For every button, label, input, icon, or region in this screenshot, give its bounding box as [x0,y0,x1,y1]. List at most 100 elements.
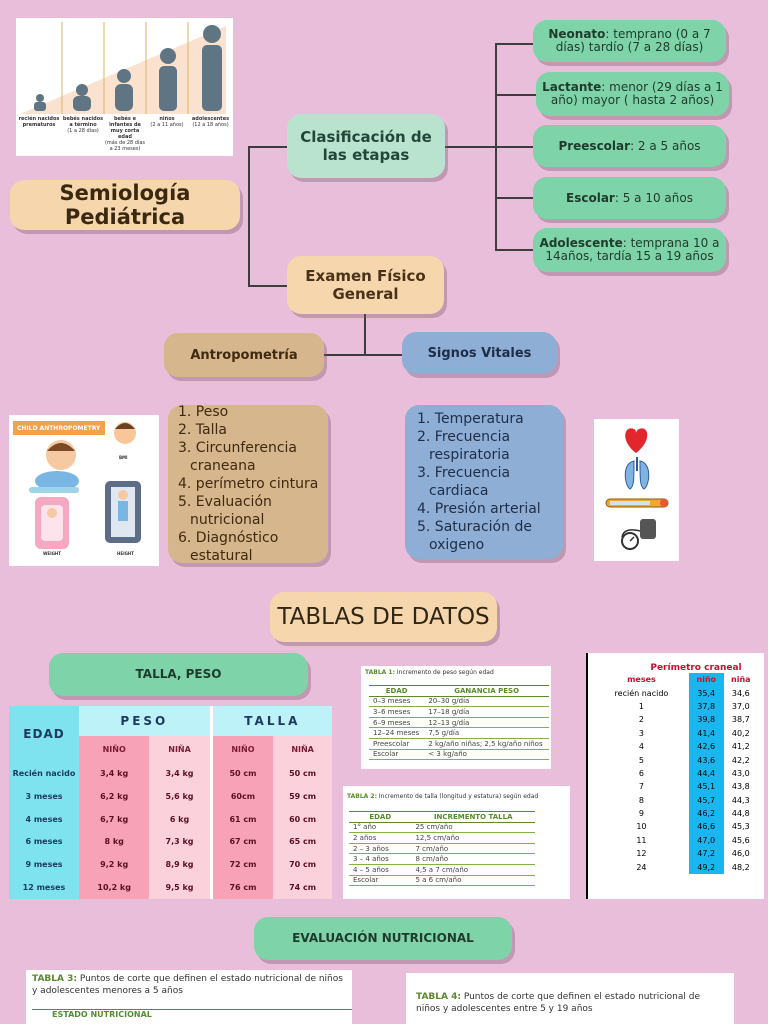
perimetro-cell: 3 [638,728,644,738]
tabla4-caption: Puntos de corte que definen el estado nu… [416,992,700,1014]
tabla1-cell: 3–6 meses [369,706,425,718]
talla-peso-title: TALLA, PESO [49,653,308,696]
tabla1-cell: < 3 kg/año [424,749,549,761]
connector [495,249,535,251]
tabla3-caption: Puntos de corte que definen el estado nu… [32,974,343,996]
tabla4: TABLA 4: Puntos de corte que definen el … [406,973,734,1024]
perimetro-cell: 44,4 [688,766,724,781]
table-row: 9 46,2 44,8 [594,806,758,821]
eval-nutricional-title: EVALUACIÓN NUTRICIONAL [254,917,512,960]
tabla1-cell: 7,5 g/día [424,727,549,739]
list-item: 1. Peso [178,404,229,420]
node-signos: Signos Vitales [402,332,557,374]
age-label: adolescentes [191,116,230,122]
perimetro-cell: 43,8 [731,782,750,792]
growth-cell: 74 cm [273,876,332,899]
tabla2-header: INCREMENTO TALLA [411,811,535,823]
age-sub: (12 a 18 años) [192,122,229,128]
age-label: recién nacidos prematuros [18,116,60,128]
stage-label: Escolar [566,190,615,205]
growth-cell: 70 cm [273,853,332,877]
tabla2-cell: 3 – 4 años [349,853,412,865]
tabla2-cell: 4,5 a 7 cm/año [411,864,535,876]
node-examen: Examen Físico General [287,256,444,314]
perimetro-cell: 7 [638,782,644,792]
stage-preescolar: Preescolar: 2 a 5 años [533,125,726,167]
signos-list: 1. Temperatura 2. Frecuencia respiratori… [417,410,563,554]
perimetro-cell: 38,7 [731,715,750,725]
connector [495,43,535,45]
perimetro-cell: 9 [638,809,644,819]
growth-subheader: NIÑA [149,736,212,762]
anthropometry-banner: CHILD ANTHROPOMETRY [13,421,105,435]
vitals-icons [605,428,669,550]
perimetro-cell: 1 [638,701,644,711]
perimetro-cell: 35,4 [688,686,724,700]
growth-header-talla: TALLA [209,706,332,736]
label-bmi: BMI [119,455,128,460]
table-row: Recién nacido 3,4 kg 3,4 kg 50 cm 50 cm [9,762,332,785]
tabla2-cell: 2 – 3 años [349,843,412,855]
thermometer-icon [605,498,669,508]
perimetro-title: Perímetro craneal [650,663,742,673]
connector [495,146,535,148]
perimetro-cell: 2 [638,715,644,725]
label-height: HEIGHT [117,551,134,556]
growth-cell: 12 meses [9,876,79,899]
stage-adolescente: Adolescente: temprana 10 a 14años, tardí… [533,228,726,272]
growth-subheader: NIÑO [209,736,274,762]
perimetro-cell: 37,0 [731,701,750,711]
main-title: Semiología Pediátrica [10,180,240,230]
growth-cell: 76 cm [209,876,274,899]
connector [495,94,537,96]
tabla3: TABLA 3: Puntos de corte que definen el … [26,970,352,1024]
tabla1-cell: 17–18 g/día [424,706,549,718]
list-item: 4. Presión arterial [417,501,541,517]
growth-cell: 6 kg [149,807,212,831]
growth-cell: 50 cm [273,762,332,785]
perimetro-cell: 45,6 [731,835,750,845]
tabla1-cell: 20–30 g/día [424,696,549,708]
tabla2-caption-bold: TABLA 2: [347,793,377,800]
growth-cell: 3,4 kg [79,762,150,785]
perimetro-cell: 10 [636,822,647,832]
tabla1-caption-bold: TABLA 1: [365,669,395,676]
label-weight: WEIGHT [43,551,61,556]
vitals-icons-image [594,419,679,561]
tabla2-cell: 7 cm/año [411,843,535,855]
connector [324,354,402,356]
tabla2-cell: 25 cm/año [411,822,535,834]
perimetro-header: meses [627,675,656,685]
node-antropometria-text: Antropometría [190,347,298,363]
perimetro-cell: 46,2 [688,806,724,821]
perimetro-cell: 12 [636,849,647,859]
perimetro-cell: 11 [636,835,647,845]
lungs-icon [624,457,650,490]
perimetro-cell: 41,2 [731,742,750,752]
perimetro-cell: 44,8 [731,809,750,819]
perimetro-table: Perímetro craneal meses niño niña recién… [586,653,764,899]
tabla2: TABLA 2: Incremento de talla (longitud y… [343,786,570,899]
tabla4-caption-bold: TABLA 4: [416,992,461,1002]
perimetro-cell: 42,6 [688,739,724,754]
growth-cell: 67 cm [209,830,274,854]
growth-table: EDAD PESO TALLA NIÑO NIÑA NIÑO NIÑA Reci… [9,706,332,899]
stage-lactante: Lactante: menor (29 días a 1 año) mayor … [536,72,729,116]
growth-subheader: NIÑO [79,736,150,762]
stage-text: : temprano (0 a 7 días) tardío (7 a 28 d… [555,27,711,54]
tabla2-cell: 1° año [349,822,412,834]
